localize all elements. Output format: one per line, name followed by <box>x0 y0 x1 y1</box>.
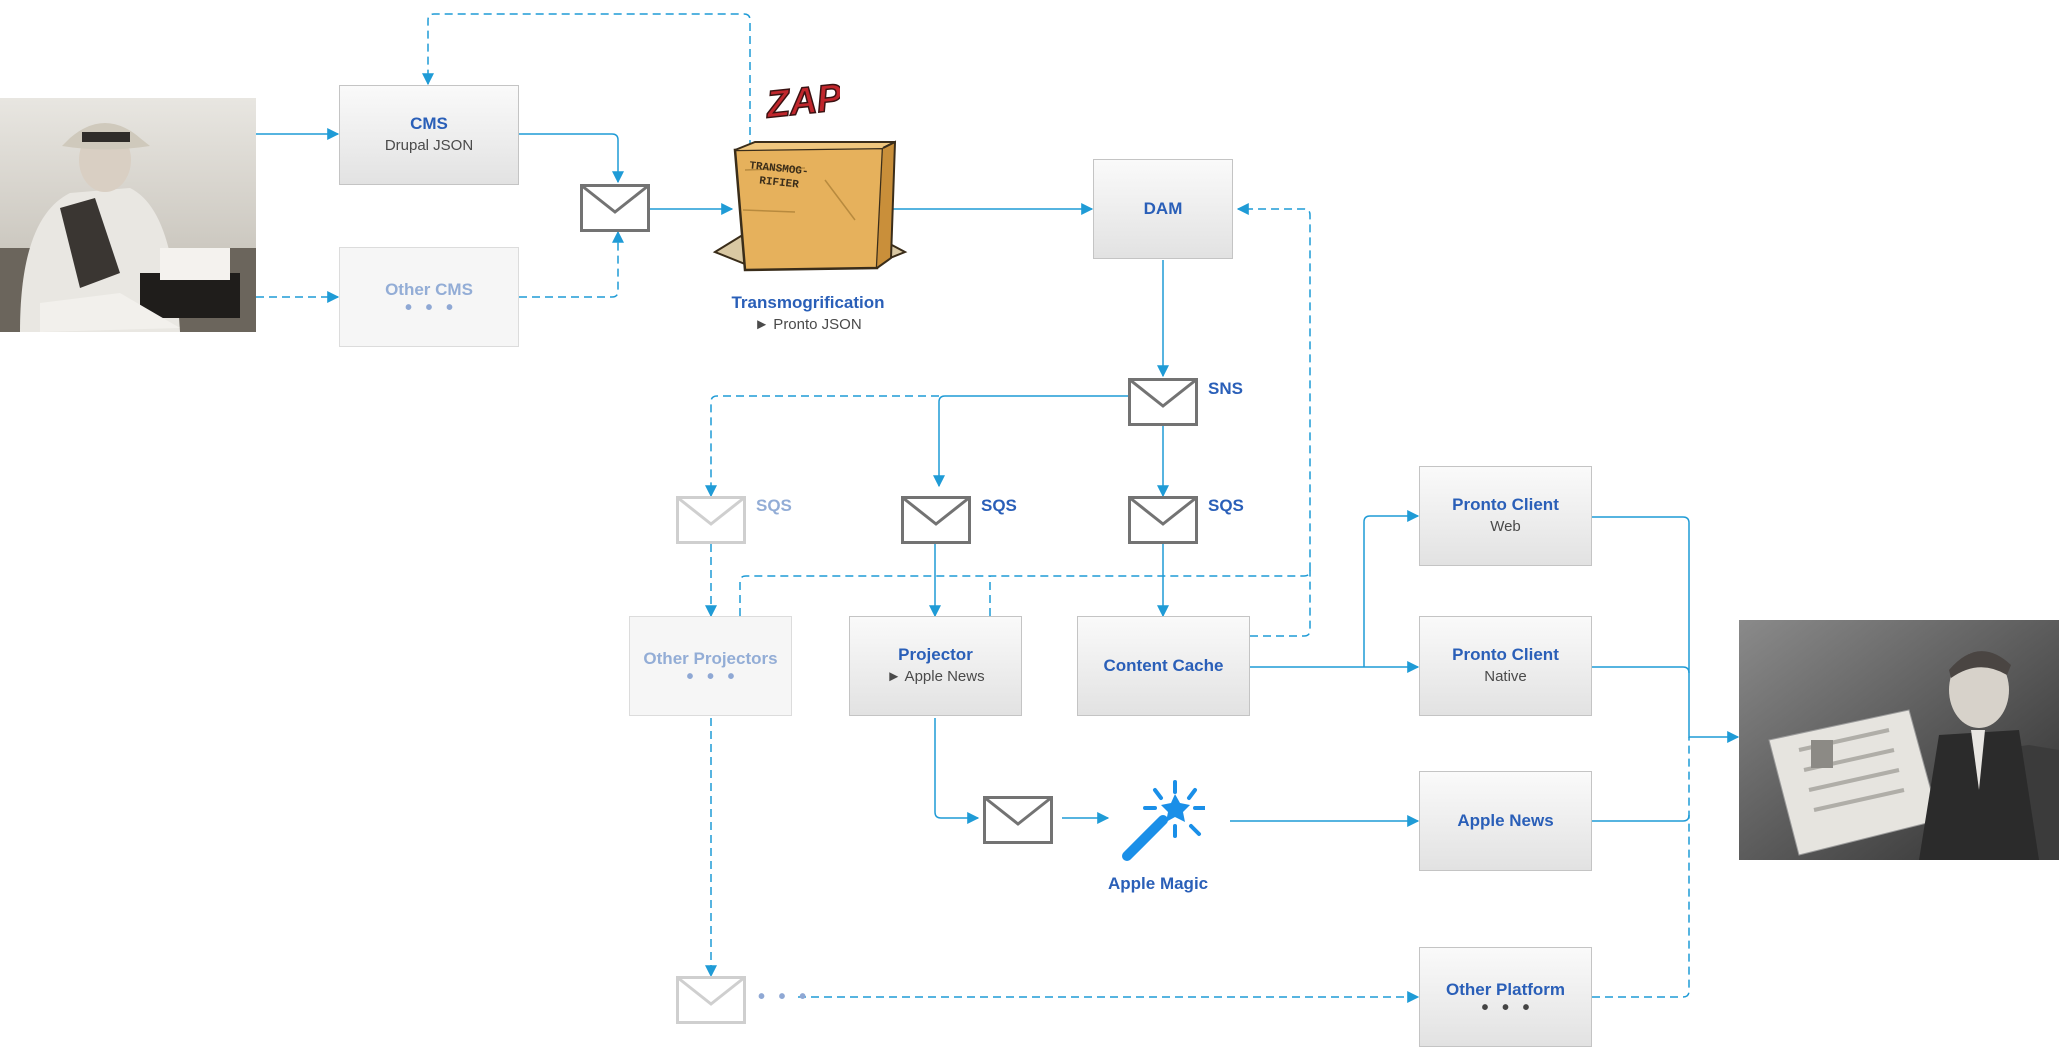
connector <box>519 230 624 298</box>
pronto-client-native-box[interactable]: Pronto Client Native <box>1419 616 1592 716</box>
ellipsis-indicator: • • • <box>686 666 739 688</box>
magic-wand-icon <box>1115 776 1207 866</box>
message-envelope-icon <box>1128 496 1198 544</box>
connector <box>705 395 939 498</box>
connector <box>934 718 980 824</box>
message-envelope-icon <box>676 496 746 544</box>
reader-photo <box>1739 620 2059 860</box>
pronto-client-native-title: Pronto Client <box>1452 645 1559 664</box>
svg-text:ZAP: ZAP <box>763 77 840 122</box>
cms-title: CMS <box>410 114 448 133</box>
projector-title: Projector <box>898 645 973 664</box>
sqs-label-other: SQS <box>756 496 792 515</box>
connector <box>1592 814 1690 822</box>
transmogrification-label: Transmogrification ► Pronto JSON <box>700 292 916 336</box>
content-cache-title: Content Cache <box>1103 656 1224 675</box>
transmogrification-title: Transmogrification <box>731 293 885 312</box>
transmogrifier-box-icon: TRANSMOG- RIFIER <box>705 140 910 280</box>
connector <box>519 133 624 184</box>
ellipsis-indicator: • • • <box>1481 997 1534 1019</box>
pronto-client-native-subtitle: Native <box>1484 668 1527 685</box>
transmogrification-subtitle: ► Pronto JSON <box>754 316 862 333</box>
projector-box[interactable]: Projector ► Apple News <box>849 616 1022 716</box>
dam-box[interactable]: DAM <box>1093 159 1233 259</box>
connector <box>1592 516 1740 743</box>
message-envelope-icon <box>901 496 971 544</box>
projector-subtitle: ► Apple News <box>886 668 985 685</box>
other-cms-box[interactable]: Other CMS • • • <box>339 247 519 347</box>
cms-box[interactable]: CMS Drupal JSON <box>339 85 519 185</box>
connector <box>1363 510 1420 667</box>
cms-subtitle: Drupal JSON <box>384 137 474 154</box>
sns-label: SNS <box>1208 379 1243 398</box>
pronto-client-web-subtitle: Web <box>1490 518 1521 535</box>
message-envelope-icon <box>1128 378 1198 426</box>
pronto-client-web-title: Pronto Client <box>1452 495 1559 514</box>
connector <box>1592 666 1690 674</box>
other-cms-title: Other CMS <box>385 280 473 299</box>
message-envelope-icon <box>983 796 1053 844</box>
content-cache-box[interactable]: Content Cache <box>1077 616 1250 716</box>
message-envelope-icon <box>580 184 650 232</box>
apple-magic-label: Apple Magic <box>1108 874 1209 893</box>
apple-news-box[interactable]: Apple News <box>1419 771 1592 871</box>
ellipsis-indicator: • • • <box>758 986 811 1008</box>
sqs-label-projector: SQS <box>981 496 1017 515</box>
other-platform-title: Other Platform <box>1445 980 1566 999</box>
ellipsis-indicator: • • • <box>404 297 458 319</box>
connector <box>1592 737 1690 998</box>
message-envelope-icon <box>676 976 746 1024</box>
svg-text:RIFIER: RIFIER <box>759 175 800 191</box>
other-platform-box[interactable]: Other Platform • • • <box>1419 947 1592 1047</box>
connector <box>1250 570 1311 637</box>
dam-title: DAM <box>1143 199 1183 218</box>
apple-news-title: Apple News <box>1457 811 1554 830</box>
zap-icon: ZAP <box>762 76 846 127</box>
other-projectors-box[interactable]: Other Projectors • • • <box>629 616 792 716</box>
sqs-label-cache: SQS <box>1208 496 1244 515</box>
pronto-client-web-box[interactable]: Pronto Client Web <box>1419 466 1592 566</box>
connector <box>933 395 1128 488</box>
journalist-photo <box>0 98 256 332</box>
other-projectors-title: Other Projectors <box>643 649 778 668</box>
